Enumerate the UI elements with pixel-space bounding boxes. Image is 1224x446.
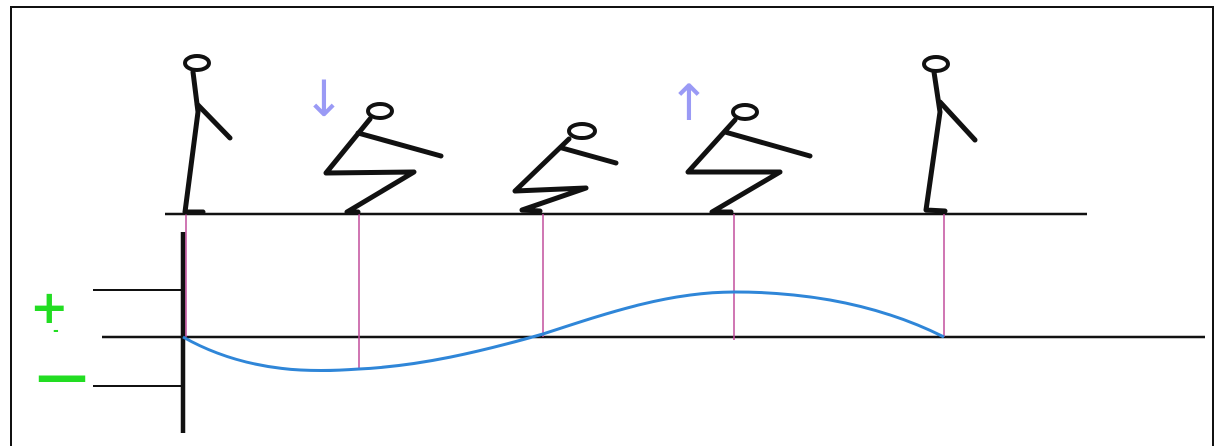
- down-arrow-icon: ↓: [303, 70, 345, 128]
- stick-figure-rising: [685, 103, 813, 215]
- stick-figure-bottom: [512, 122, 619, 214]
- squat-diagram: + - — ↓ ↑: [10, 6, 1214, 446]
- positive-sign: +: [30, 280, 69, 334]
- stick-figures: [182, 54, 978, 215]
- guide-lines: [185, 214, 945, 369]
- negative-sign: —: [36, 346, 88, 406]
- stick-figure-standing: [182, 54, 233, 215]
- diagram-frame: [10, 6, 1214, 446]
- diagram-canvas: [93, 54, 1205, 433]
- acceleration-curve: [182, 290, 945, 373]
- up-arrow-icon: ↑: [668, 74, 710, 132]
- stick-figure-lowering: [323, 102, 444, 215]
- zero-mark: -: [53, 323, 59, 339]
- stick-figure-standing: [922, 55, 978, 214]
